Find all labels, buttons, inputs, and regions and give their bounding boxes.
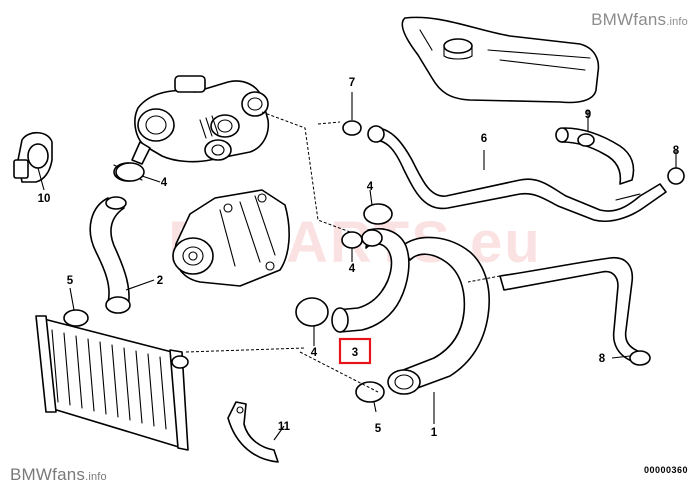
callout-4a[interactable]: 4 bbox=[367, 181, 374, 193]
callout-6[interactable]: 6 bbox=[481, 133, 487, 145]
callout-8a[interactable]: 8 bbox=[673, 145, 680, 157]
callout-3[interactable]: 3 bbox=[352, 347, 358, 359]
clamp-5b bbox=[355, 381, 385, 403]
callout-5a[interactable]: 5 bbox=[67, 275, 74, 287]
catalog-number: 00000360 bbox=[643, 465, 688, 475]
brand-watermark-bottom: BMWfans.info bbox=[10, 465, 107, 484]
clamp-4d bbox=[115, 162, 145, 182]
callout-8b[interactable]: 8 bbox=[599, 353, 606, 365]
leader-lines bbox=[37, 92, 677, 441]
expansion-tank bbox=[401, 16, 600, 104]
clamp-4a bbox=[363, 203, 393, 225]
hose-2 bbox=[89, 162, 143, 314]
callout-4b[interactable]: 4 bbox=[349, 263, 356, 275]
clamp-9 bbox=[577, 133, 595, 147]
callout-1[interactable]: 1 bbox=[431, 427, 438, 439]
callouts: 7 9 6 8 10 4 4 4 4 2 5 3 8 1 5 11 bbox=[38, 77, 680, 439]
callout-7[interactable]: 7 bbox=[349, 77, 355, 89]
clamp-7 bbox=[342, 120, 362, 136]
lower-return-hose bbox=[499, 257, 651, 366]
part-3-highlight-box bbox=[338, 337, 372, 365]
radiator bbox=[35, 309, 189, 451]
hose-3 bbox=[331, 228, 410, 333]
callout-9[interactable]: 9 bbox=[585, 109, 591, 121]
hose-1 bbox=[387, 236, 490, 395]
callout-5b[interactable]: 5 bbox=[375, 423, 382, 435]
callout-4c[interactable]: 4 bbox=[311, 347, 318, 359]
clamp-4c bbox=[295, 297, 329, 327]
holder-11 bbox=[227, 401, 279, 463]
thermostat-housing bbox=[131, 75, 270, 165]
clamps bbox=[115, 120, 685, 403]
bracket-10 bbox=[13, 131, 53, 183]
clamp-4b bbox=[341, 231, 363, 249]
callout-10[interactable]: 10 bbox=[38, 193, 51, 205]
callout-11[interactable]: 11 bbox=[278, 421, 291, 433]
callout-2[interactable]: 2 bbox=[157, 275, 163, 287]
hose-6 bbox=[367, 125, 667, 222]
callout-4d[interactable]: 4 bbox=[161, 177, 168, 189]
reference-lines bbox=[185, 111, 501, 393]
clip-8a bbox=[667, 167, 685, 185]
water-pump bbox=[172, 189, 290, 287]
brand-watermark-top: BMWfans.info bbox=[591, 10, 688, 29]
